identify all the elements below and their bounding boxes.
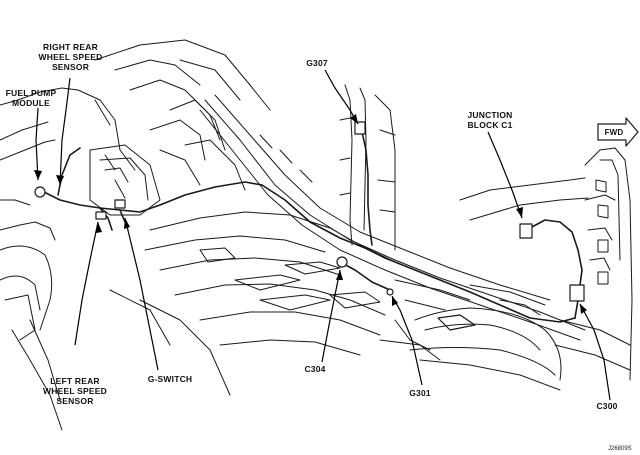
callout-junction-block: [487, 131, 523, 219]
front-wheel-well: [409, 284, 562, 391]
callout-g301: [391, 295, 423, 386]
forward-arrow-icon: [597, 117, 639, 147]
figure-code: J26809S: [608, 446, 632, 452]
floor-pan: [109, 211, 471, 396]
wiring-harness: [39, 131, 583, 323]
label-junction-block-c1: JUNCTION BLOCK C1: [467, 110, 513, 130]
label-fwd: FWD: [604, 128, 624, 137]
label-g-switch: G-SWITCH: [147, 374, 193, 384]
b-pillar: [339, 84, 396, 251]
label-g301: G301: [409, 388, 431, 398]
callout-fuel-pump: [35, 107, 39, 181]
callout-c300: [579, 303, 611, 401]
fuel-tank-area: [89, 144, 161, 216]
rear-wheel-well: [0, 87, 79, 431]
callout-arrowheads: [34, 114, 587, 314]
label-right-rear-wheel-speed-sensor: RIGHT REAR WHEEL SPEED SENSOR: [38, 42, 103, 72]
connectors: [34, 121, 585, 302]
label-fuel-pump-module: FUEL PUMP MODULE: [5, 88, 57, 108]
callout-g-switch: [124, 217, 159, 371]
label-left-rear-wheel-speed-sensor: LEFT REAR WHEEL SPEED SENSOR: [43, 376, 107, 406]
callout-g307: [324, 69, 359, 125]
callout-lines: [35, 69, 611, 401]
label-g307: G307: [306, 58, 328, 68]
callout-right-rear-sensor: [59, 77, 71, 186]
callout-left-rear-sensor: [74, 221, 99, 346]
label-c300: C300: [596, 401, 618, 411]
a-pillar: [459, 147, 633, 381]
label-c304: C304: [304, 364, 326, 374]
